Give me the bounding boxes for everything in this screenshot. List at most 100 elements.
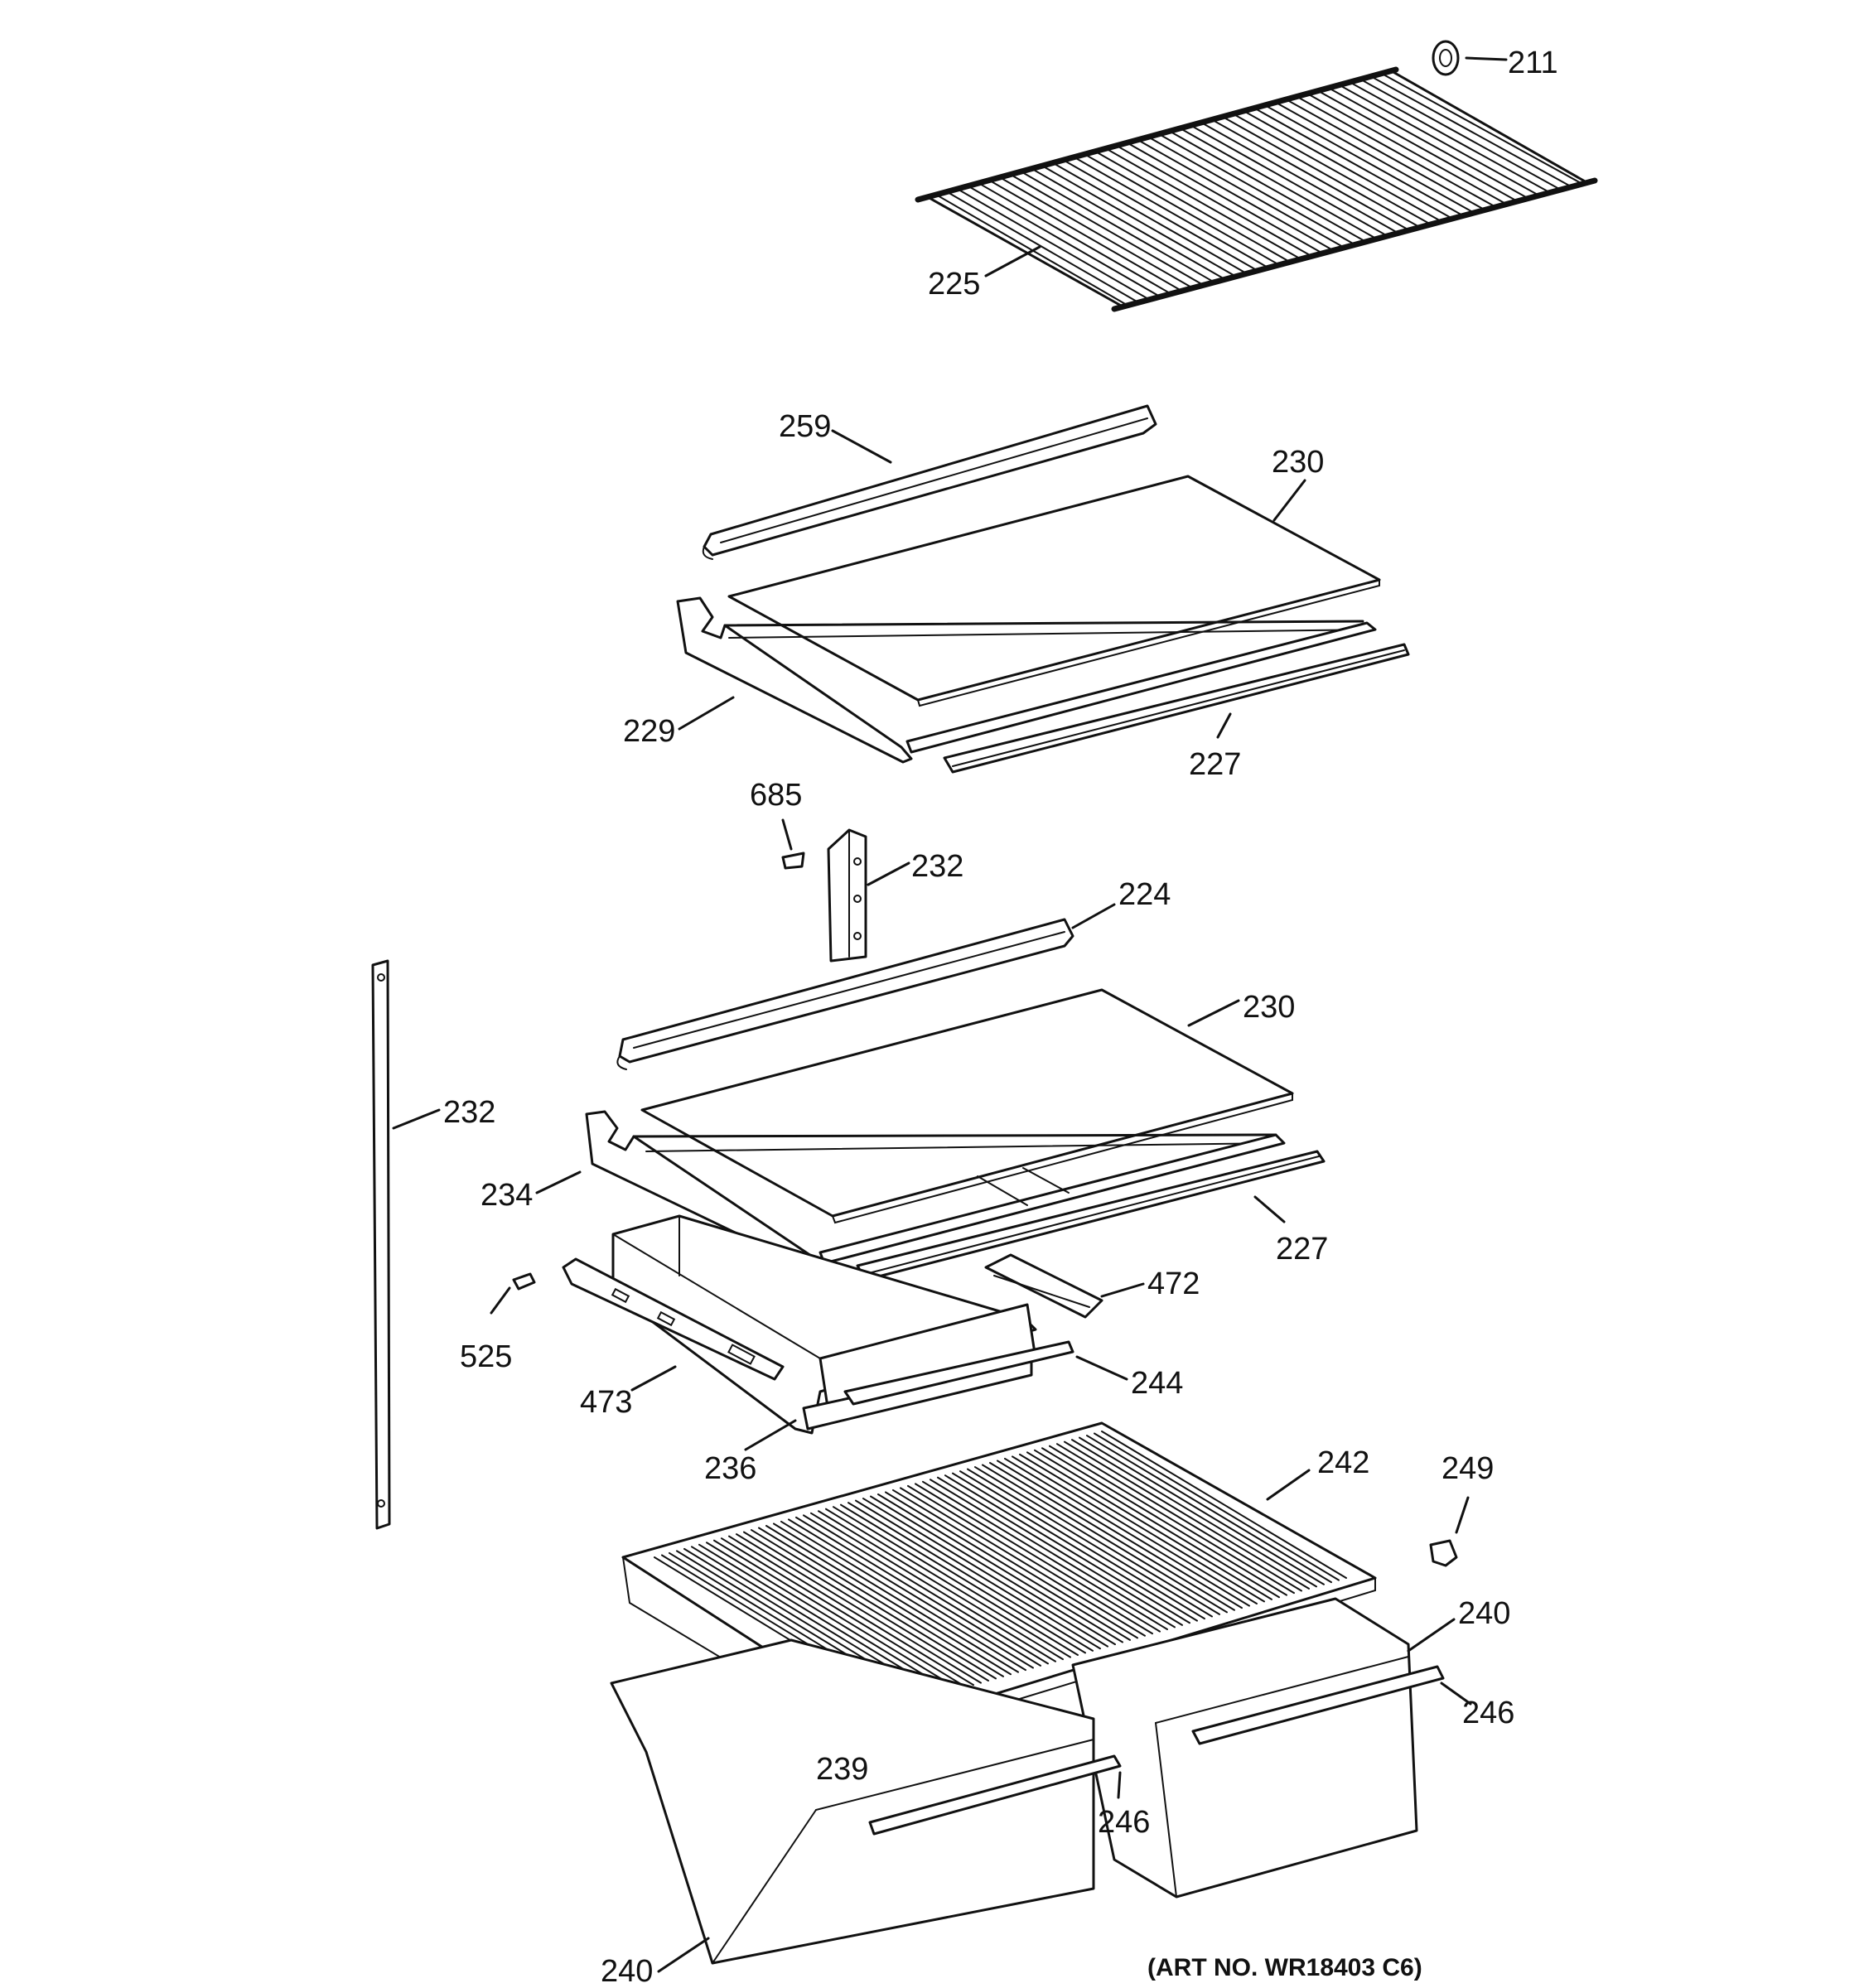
hatch-line — [818, 1510, 1064, 1661]
callout-246: 246 — [1462, 1696, 1514, 1730]
part-473-drawer-slide — [562, 1257, 785, 1392]
hatch-line — [1340, 84, 1540, 196]
hatch-line — [1318, 90, 1519, 202]
hatch-line — [1049, 1445, 1295, 1595]
hatch-line — [1329, 88, 1529, 200]
callout-685: 685 — [750, 778, 802, 813]
hatch-line — [1101, 1431, 1347, 1579]
hatch-line — [967, 185, 1161, 297]
hatch-line — [1031, 167, 1225, 280]
callout-227: 227 — [1189, 747, 1241, 782]
hatch-line — [1094, 1432, 1340, 1581]
hatch-line — [1287, 99, 1486, 211]
hatch-line — [974, 1466, 1220, 1615]
hatch-line — [1079, 1436, 1325, 1585]
hatch-line — [765, 1525, 1012, 1676]
hatch-line — [1041, 1447, 1287, 1596]
callout-211: 211 — [1508, 46, 1558, 80]
callout-229: 229 — [623, 714, 675, 749]
callout-249: 249 — [1441, 1451, 1494, 1486]
hatch-line — [1012, 1455, 1258, 1604]
part-246-crisper-handle-right — [1440, 1682, 1472, 1706]
hatch-line — [1254, 108, 1453, 220]
hatch-line — [1297, 96, 1497, 208]
hatch-line — [840, 1503, 1086, 1654]
hatch-line — [1034, 1449, 1280, 1599]
hatch-line — [1265, 104, 1464, 217]
part-230-glass-upper — [727, 475, 1381, 707]
hatch-line — [870, 1495, 1116, 1646]
part-525-screw — [490, 1272, 536, 1315]
hatch-line — [1190, 125, 1388, 237]
callout-232: 232 — [443, 1095, 495, 1130]
hatch-line — [997, 1460, 1243, 1609]
hatch-line — [1084, 153, 1280, 266]
hatch-line — [956, 188, 1150, 301]
callout-234: 234 — [480, 1178, 533, 1213]
hatch-line — [937, 1476, 1183, 1626]
hatch-line — [862, 1498, 1108, 1648]
hatch-line — [978, 182, 1171, 295]
part-224-shelf-trim — [616, 903, 1116, 1070]
hatch-line — [803, 1514, 1049, 1665]
hatch-line — [967, 1468, 1213, 1618]
hatch-line — [758, 1527, 1004, 1677]
hatch-line — [1169, 131, 1367, 243]
hatch-line — [915, 1483, 1161, 1633]
part-249-clip — [1429, 1496, 1470, 1567]
hatch-line — [1004, 1457, 1250, 1607]
part-227-front-rail-upper — [943, 643, 1410, 774]
hatch-line — [780, 1520, 1026, 1672]
hatch-line — [1308, 94, 1508, 205]
part-240-crisper-drawer-right — [1071, 1597, 1456, 1899]
hatch-line — [1127, 142, 1323, 254]
hatch-line — [907, 1484, 1153, 1635]
hatch-line — [721, 1537, 967, 1688]
callout-472: 472 — [1147, 1267, 1200, 1301]
hatch-line — [728, 1535, 974, 1686]
hatch-line — [847, 1502, 1094, 1652]
hatch-line — [982, 1464, 1228, 1614]
hatch-line — [1094, 151, 1291, 263]
part-244-pan-rail — [843, 1340, 1128, 1406]
hatch-line — [1243, 110, 1442, 223]
hatch-line — [1383, 74, 1583, 185]
hatch-line — [1063, 159, 1258, 272]
hatch-line — [1350, 82, 1551, 194]
hatch-line — [1201, 122, 1399, 234]
hatch-line — [1148, 136, 1345, 248]
hatch-line — [1052, 162, 1248, 274]
callout-244: 244 — [1131, 1366, 1183, 1401]
part-211-shelf-stop — [1432, 40, 1508, 76]
hatch-line — [885, 1491, 1131, 1641]
part-232-support-long — [371, 959, 441, 1530]
hatch-line — [999, 176, 1193, 289]
hatch-line — [1159, 133, 1355, 245]
part-246-crisper-handle-left — [1117, 1771, 1122, 1799]
callout-227: 227 — [1276, 1232, 1328, 1267]
hatch-line — [1372, 76, 1572, 188]
part-225-wire-shelf — [915, 66, 1598, 312]
hatch-line — [825, 1508, 1071, 1658]
callout-225: 225 — [928, 267, 980, 302]
hatch-line — [877, 1493, 1123, 1643]
hatch-line — [1074, 157, 1269, 268]
hatch-line — [1020, 171, 1214, 283]
hatch-line — [1064, 1440, 1310, 1590]
hatch-line — [833, 1506, 1079, 1656]
callout-230: 230 — [1272, 445, 1324, 480]
hatch-line — [788, 1518, 1034, 1669]
hatch-line — [1180, 128, 1378, 240]
callout-240: 240 — [601, 1954, 653, 1988]
hatch-line — [773, 1522, 1019, 1673]
callout-232: 232 — [911, 849, 963, 884]
callout-246: 246 — [1098, 1805, 1150, 1840]
hatch-line — [1105, 147, 1301, 260]
hatch-line — [944, 1474, 1190, 1624]
hatch-line — [1056, 1443, 1302, 1592]
hatch-line — [1010, 173, 1204, 286]
callout-labels: 211 225 259 230 229 227 685 232 224 230 … — [443, 46, 1558, 1988]
hatch-line — [1212, 119, 1410, 231]
hatch-line — [952, 1472, 1198, 1622]
part-240-crisper-drawer-left — [610, 1638, 1122, 1973]
